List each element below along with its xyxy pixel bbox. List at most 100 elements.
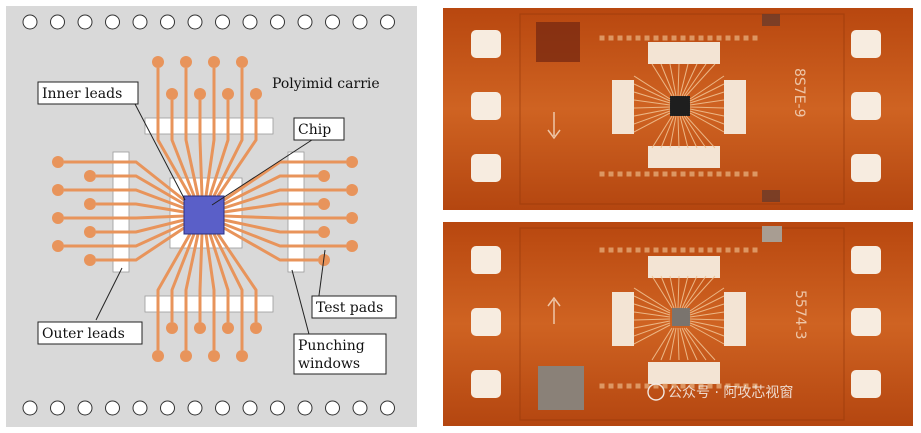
trace <box>679 275 689 309</box>
trace <box>685 115 716 149</box>
frame-dot <box>599 383 605 389</box>
trace <box>689 322 725 337</box>
photo-bottom: 5574-3 公众号 · 阿攻芯视窗 <box>443 222 913 426</box>
outer-leads-text: Outer leads <box>42 326 125 342</box>
test-pad <box>222 322 234 334</box>
lead <box>170 233 196 322</box>
trace <box>651 63 673 97</box>
watermark: 公众号 · 阿攻芯视窗 <box>668 384 793 401</box>
punching-text-2: windows <box>298 356 360 372</box>
trace <box>677 115 680 149</box>
tape-window <box>471 246 501 274</box>
lead <box>212 233 244 350</box>
frame-dot <box>716 171 722 177</box>
sprocket-hole <box>215 400 230 416</box>
test-pad <box>166 88 178 100</box>
sprocket-hole <box>187 14 203 30</box>
frame-dot <box>716 247 722 253</box>
trace <box>660 63 675 97</box>
label-inner-leads: Inner leads <box>37 81 139 105</box>
frame-dot <box>635 171 641 177</box>
trace <box>633 287 671 312</box>
trace <box>660 275 675 309</box>
frame-dot <box>707 383 713 389</box>
trace <box>683 115 707 149</box>
sprocket-hole <box>22 400 38 416</box>
tape-window <box>851 92 881 120</box>
frame-dot <box>635 247 641 253</box>
lead <box>223 160 346 202</box>
frame-dot <box>716 383 722 389</box>
top-tape-holes <box>471 30 881 182</box>
lead <box>208 100 230 197</box>
lead <box>198 233 204 322</box>
frame-dot <box>653 171 659 177</box>
tape-window <box>851 246 881 274</box>
trace <box>681 63 698 97</box>
sprocket-hole <box>132 14 148 30</box>
trace <box>677 63 680 97</box>
chip <box>183 195 225 235</box>
frame-dot <box>599 35 605 41</box>
frame-dot <box>599 247 605 253</box>
frame-dot <box>635 35 641 41</box>
trace <box>689 318 725 321</box>
test-pad <box>208 350 220 362</box>
sprocket-hole <box>352 14 368 30</box>
lead <box>156 68 192 197</box>
frame-dot <box>644 247 650 253</box>
frame-dot <box>617 247 623 253</box>
label-outer-leads: Outer leads <box>37 321 143 345</box>
lead <box>223 226 318 262</box>
test-pad <box>346 184 358 196</box>
frame-dot <box>743 383 749 389</box>
sprocket-hole <box>160 400 175 416</box>
frame-dot <box>743 171 749 177</box>
frame-dot <box>707 171 713 177</box>
trace <box>689 303 725 316</box>
test-pad <box>250 88 262 100</box>
lead <box>64 222 185 248</box>
frame-dot <box>608 171 614 177</box>
test-pad <box>318 198 330 210</box>
frame-dot <box>680 171 686 177</box>
trace <box>633 91 671 104</box>
trace <box>633 322 671 337</box>
trace <box>669 63 677 97</box>
trace <box>633 311 671 318</box>
frame-dot <box>608 35 614 41</box>
bottom-tape-holes <box>471 246 881 398</box>
trace <box>660 115 675 149</box>
trace <box>689 106 725 109</box>
frame-dot <box>608 247 614 253</box>
frame-dot <box>734 383 740 389</box>
test-pad <box>222 88 234 100</box>
trace <box>633 75 671 100</box>
tape-window <box>471 308 501 336</box>
frame-dot <box>725 171 731 177</box>
trace <box>689 295 725 314</box>
trace <box>633 99 671 106</box>
frame-dot <box>671 171 677 177</box>
leads <box>52 56 358 362</box>
trace <box>683 63 707 97</box>
trace <box>679 63 689 97</box>
trace <box>679 327 689 361</box>
lead <box>208 233 230 322</box>
trace <box>633 303 671 316</box>
tape-window <box>471 154 501 182</box>
frame-dot <box>671 383 677 389</box>
lead <box>223 214 346 220</box>
test-pad <box>236 56 248 68</box>
trace <box>660 327 675 361</box>
frame-dot <box>680 35 686 41</box>
lead <box>64 188 185 210</box>
sprocket-hole <box>77 400 93 416</box>
test-pad <box>52 156 64 168</box>
sprocket-hole <box>50 400 65 416</box>
test-pad <box>236 350 248 362</box>
trace <box>685 327 716 361</box>
trace <box>651 275 673 309</box>
frame-dot <box>707 35 713 41</box>
trace <box>633 295 671 314</box>
